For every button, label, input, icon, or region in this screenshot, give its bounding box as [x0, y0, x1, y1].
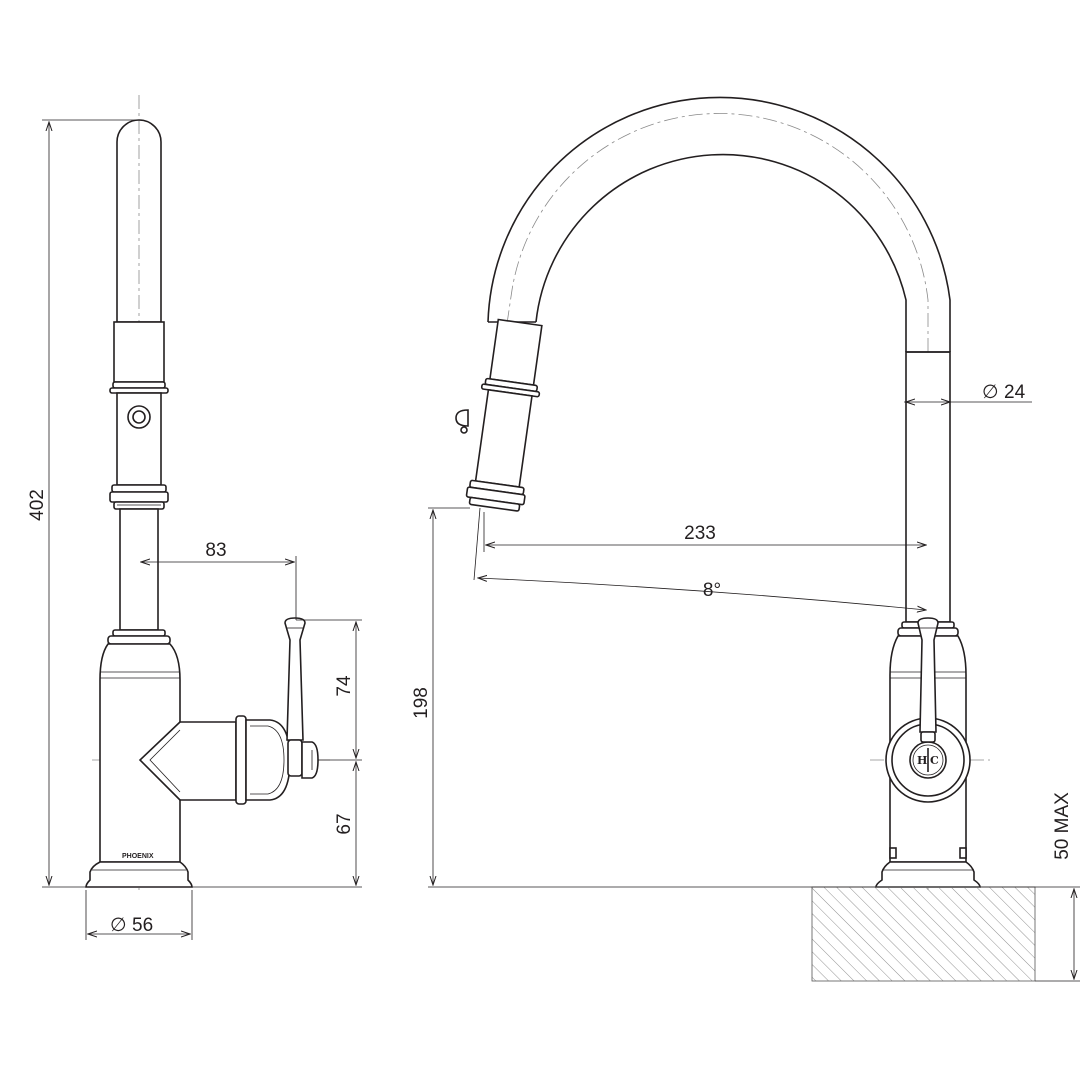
side-body — [99, 643, 237, 863]
base-to-handle-label: 67 — [334, 813, 355, 834]
hot-indicator-label: H — [917, 754, 927, 767]
spout-centerline — [479, 113, 929, 506]
front-lever-handle — [917, 617, 939, 733]
bench-thickness-label: 50 MAX — [1052, 792, 1073, 860]
front-spray-head — [465, 318, 543, 512]
front-view: H C ∅ 24 233 8° 198 50 M — [411, 96, 1080, 982]
diameter-symbol: ∅ — [110, 915, 127, 936]
cold-indicator-label: C — [930, 754, 939, 767]
side-aerator — [113, 501, 165, 510]
front-base — [875, 861, 981, 888]
side-lower-stem — [119, 508, 159, 631]
spout-height-label: 198 — [411, 687, 432, 719]
reach-83-label: 83 — [205, 540, 226, 561]
dimension-8-degrees — [478, 578, 926, 610]
side-view: PHOENIX 402 83 74 67 ∅ 56 — [27, 95, 362, 940]
side-spray-head-collar — [113, 321, 165, 383]
base-diameter-label: 56 — [132, 915, 153, 936]
front-reach-label: 233 — [684, 523, 716, 544]
front-spray-button-icon — [455, 409, 469, 427]
side-base — [85, 861, 193, 888]
side-handle-boss — [235, 715, 247, 805]
height-label: 402 — [27, 489, 48, 521]
front-diameter-symbol: ∅ — [982, 382, 999, 403]
spray-button-icon — [127, 405, 151, 429]
front-gooseneck-spout — [535, 153, 907, 352]
tilt-angle-label: 8° — [703, 580, 721, 601]
spout-diameter-label: 24 — [1004, 382, 1026, 403]
side-lever-handle — [284, 617, 306, 741]
brand-label: PHOENIX — [122, 853, 154, 860]
lever-height-label: 74 — [334, 675, 355, 697]
front-riser — [905, 351, 951, 623]
bench-section — [811, 886, 1036, 982]
